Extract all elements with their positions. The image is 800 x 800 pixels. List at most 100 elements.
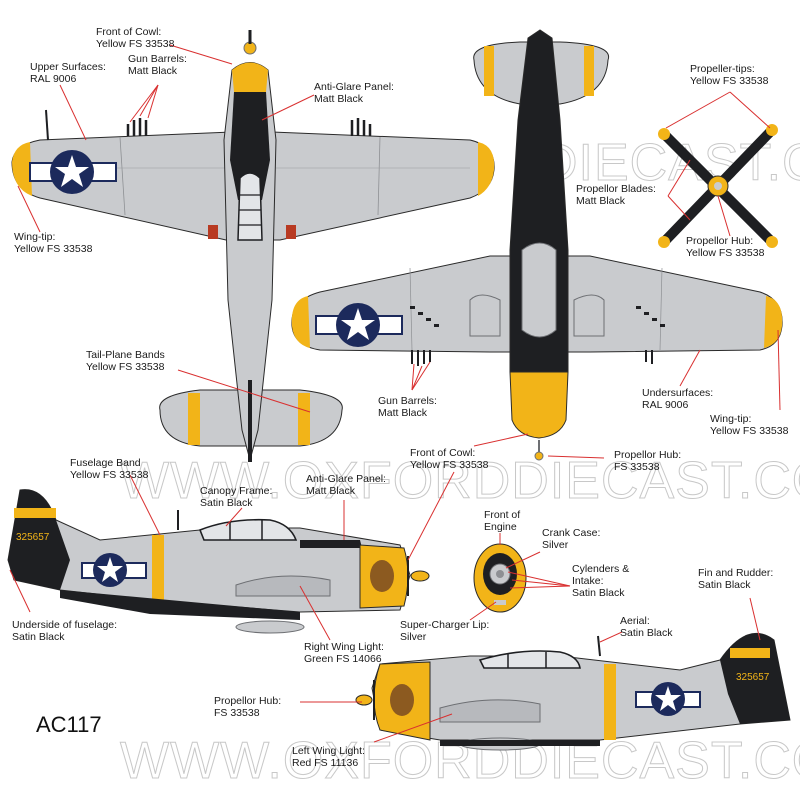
bottom-roundel-icon <box>315 303 403 347</box>
label-aerial: Aerial:Satin Black <box>620 615 673 639</box>
label-gun-barrels-bottom: Gun Barrels:Matt Black <box>378 395 437 419</box>
label-line: Silver <box>400 631 427 643</box>
label-line: Fin and Rudder: <box>698 567 773 579</box>
right-tail-serial: 325657 <box>736 672 770 683</box>
label-line: Front of Cowl: <box>96 26 161 38</box>
label-line: Yellow FS 33538 <box>410 459 489 471</box>
label-line: Matt Black <box>306 485 356 497</box>
right-wingtip-yellow <box>478 142 495 196</box>
label-propellor-hub-top: Propellor Hub:Yellow FS 33538 <box>686 235 765 259</box>
label-line: Super-Charger Lip: <box>400 619 489 631</box>
label-line: Gun Barrels: <box>378 395 437 407</box>
label-right-wing-light: Right Wing Light:Green FS 14066 <box>304 641 384 665</box>
label-line: Yellow FS 33538 <box>96 38 175 50</box>
top-roundel-icon <box>29 150 117 194</box>
label-canopy-frame: Canopy Frame:Satin Black <box>200 485 272 509</box>
label-line: Yellow FS 33538 <box>14 243 93 255</box>
label-line: Yellow FS 33538 <box>686 247 765 259</box>
right-fuselage-band <box>604 664 616 740</box>
label-line: Cylenders & <box>572 563 629 575</box>
label-line: Satin Black <box>12 631 65 643</box>
label-wing-tip-left: Wing-tip:Yellow FS 33538 <box>14 231 93 255</box>
label-line: Fuselage Band <box>70 457 141 469</box>
label-line: Red FS 11136 <box>292 757 358 769</box>
label-line: Matt Black <box>378 407 428 419</box>
label-line: Undersurfaces: <box>642 387 713 399</box>
label-line: Intake: <box>572 575 604 587</box>
left-fuselage-band <box>152 535 164 601</box>
label-line: Engine <box>484 521 517 533</box>
label-line: Wing-tip: <box>710 413 751 425</box>
label-upper-surfaces: Upper Surfaces:RAL 9006 <box>30 61 106 85</box>
label-line: Yellow FS 33538 <box>690 75 769 87</box>
label-line: FS 33538 <box>214 707 260 719</box>
label-line: Silver <box>542 539 569 551</box>
label-propellor-hub-mid: Propellor Hub:FS 33538 <box>614 449 681 473</box>
label-line: Propellor Hub: <box>214 695 281 707</box>
label-line: Anti-Glare Panel: <box>306 473 386 485</box>
label-super-charger-lip: Super-Charger Lip:Silver <box>400 619 489 643</box>
label-line: Right Wing Light: <box>304 641 384 653</box>
label-line: Aerial: <box>620 615 650 627</box>
left-wingtip-yellow <box>12 142 32 196</box>
label-line: Propellor Hub: <box>686 235 753 247</box>
label-line: Underside of fuselage: <box>12 619 117 631</box>
label-line: FS 33538 <box>614 461 660 473</box>
label-line: Matt Black <box>314 93 364 105</box>
label-gun-barrels-top: Gun Barrels:Matt Black <box>128 53 187 77</box>
top-anti-glare-panel <box>230 92 270 200</box>
label-cylinders-intake: Cylenders &Intake:Satin Black <box>572 563 629 599</box>
label-front-of-cowl-mid: Front of Cowl:Yellow FS 33538 <box>410 447 489 471</box>
label-wing-tip-right: Wing-tip:Yellow FS 33538 <box>710 413 789 437</box>
right-canopy <box>478 650 581 669</box>
label-line: Propellor Blades: <box>576 183 656 195</box>
label-line: Anti-Glare Panel: <box>314 81 394 93</box>
label-left-wing-light: Left Wing Light:Red FS 11136 <box>292 745 365 769</box>
propeller-icon <box>658 124 778 248</box>
top-gun-barrels-icon <box>126 118 372 136</box>
label-line: Propeller-tips: <box>690 63 755 75</box>
label-line: Green FS 14066 <box>304 653 382 665</box>
label-line: RAL 9006 <box>30 73 76 85</box>
label-line: Crank Case: <box>542 527 600 539</box>
label-propeller-tips: Propeller-tips:Yellow FS 33538 <box>690 63 769 87</box>
left-tail-serial: 325657 <box>16 532 50 543</box>
label-line: Wing-tip: <box>14 231 55 243</box>
label-fin-and-rudder: Fin and Rudder:Satin Black <box>698 567 773 591</box>
top-view-aircraft <box>11 30 495 462</box>
label-line: Matt Black <box>576 195 626 207</box>
label-underside-fuselage: Underside of fuselage:Satin Black <box>12 619 117 643</box>
model-code: AC117 <box>36 712 102 737</box>
label-line: Upper Surfaces: <box>30 61 106 73</box>
label-crank-case: Crank Case:Silver <box>542 527 600 551</box>
watermark-middle: WWW.OXFORDDIECAST.CO.UK <box>120 452 800 510</box>
label-front-of-cowl-top: Front of Cowl:Yellow FS 33538 <box>96 26 175 50</box>
label-line: Tail-Plane Bands <box>86 349 165 361</box>
label-propellor-blades: Propellor Blades:Matt Black <box>576 183 656 207</box>
left-roundel-icon <box>81 553 147 587</box>
bottom-gun-barrels-icon <box>411 350 653 366</box>
label-undersurfaces: Undersurfaces:RAL 9006 <box>642 387 713 411</box>
label-line: Satin Black <box>572 587 625 599</box>
label-line: Canopy Frame: <box>200 485 272 497</box>
label-line: RAL 9006 <box>642 399 688 411</box>
right-roundel-icon <box>635 682 701 716</box>
bottom-gun-ports-icon <box>410 306 665 327</box>
label-anti-glare-top: Anti-Glare Panel:Matt Black <box>314 81 394 105</box>
right-side-view-aircraft: 325657 <box>355 632 791 751</box>
label-line: Satin Black <box>698 579 751 591</box>
label-line: Yellow FS 33538 <box>86 361 165 373</box>
engine-front-view <box>473 543 527 613</box>
label-line: Yellow FS 33538 <box>70 469 149 481</box>
bottom-view-aircraft <box>291 29 783 461</box>
left-canopy <box>198 518 298 541</box>
label-line: Yellow FS 33538 <box>710 425 789 437</box>
label-line: Front of <box>484 509 520 521</box>
label-line: Satin Black <box>200 497 253 509</box>
leader-lines <box>9 44 781 743</box>
